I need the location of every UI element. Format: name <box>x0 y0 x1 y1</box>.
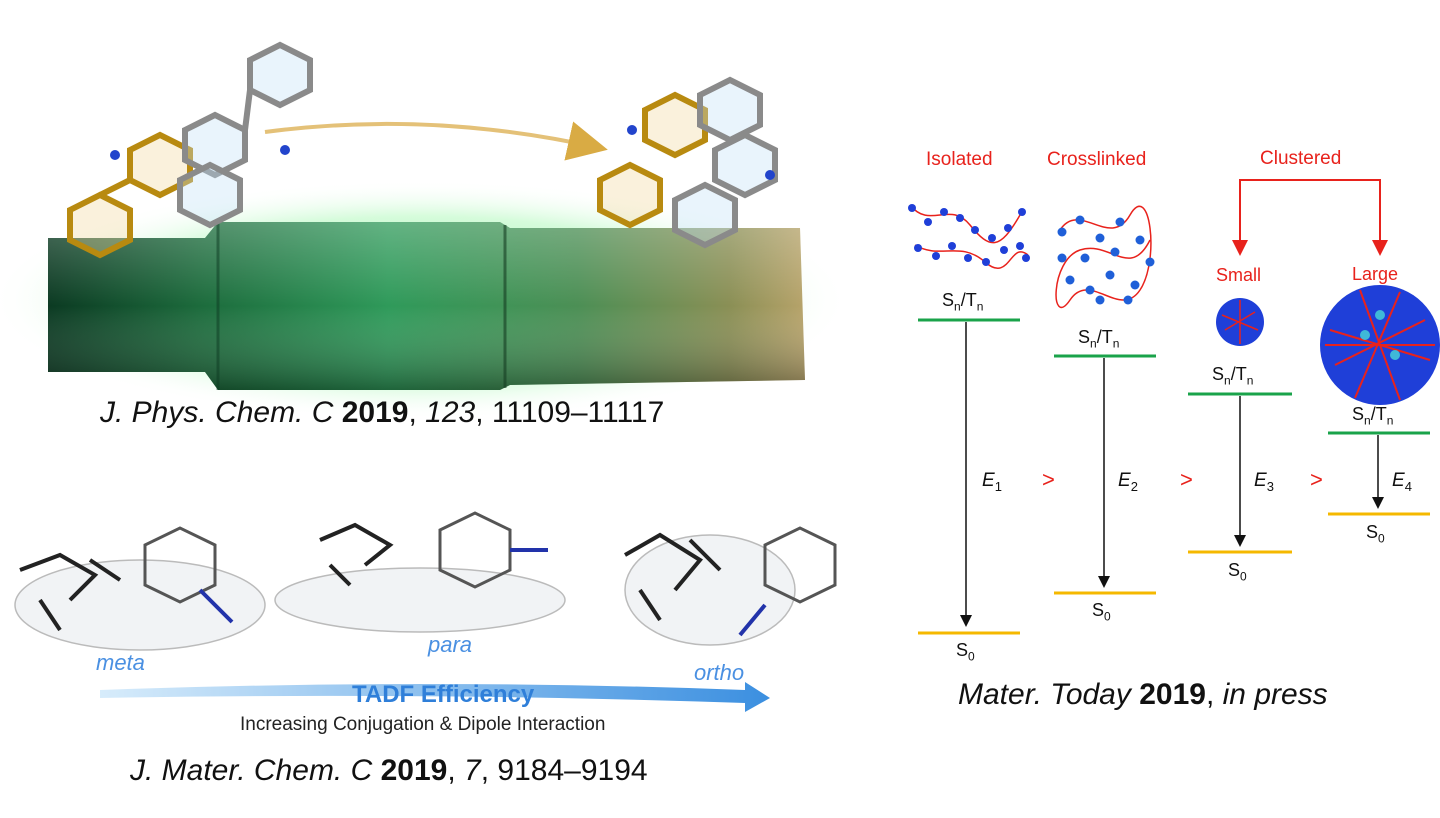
isomer-para-icon <box>274 511 566 633</box>
energy-e3: E3 <box>1254 470 1274 494</box>
comparator-2: > <box>1180 467 1193 492</box>
clustered-bracket <box>1232 179 1388 256</box>
energy-e2: E2 <box>1118 470 1138 494</box>
label-ortho: ortho <box>694 660 745 685</box>
isomer-meta-icon <box>14 526 266 651</box>
level-lower-2: S0 <box>1092 600 1111 624</box>
energy-e4: E4 <box>1392 470 1412 494</box>
molecule-left-icon <box>67 41 313 259</box>
level-upper-1: Sn/Tn <box>942 290 984 314</box>
label-meta: meta <box>96 650 145 675</box>
energy-levels <box>918 318 1430 635</box>
isomer-ortho-icon <box>624 526 837 646</box>
tadf-arrow <box>100 682 770 712</box>
comparator-3: > <box>1310 467 1323 492</box>
transition-arrows <box>960 322 1384 627</box>
comparator-1: > <box>1042 467 1055 492</box>
level-lower-4: S0 <box>1366 522 1385 546</box>
level-upper-4: Sn/Tn <box>1352 404 1394 428</box>
isolated-chain-icon <box>908 204 1030 269</box>
citation-top-left: J. Phys. Chem. C 2019, 123, 11109–11117 <box>100 396 665 429</box>
label-large: Large <box>1352 264 1399 284</box>
label-para: para <box>428 632 473 657</box>
large-cluster-icon <box>1320 285 1440 405</box>
level-upper-2: Sn/Tn <box>1078 327 1120 351</box>
label-isolated: Isolated <box>926 149 993 170</box>
level-lower-3: S0 <box>1228 560 1247 584</box>
small-cluster-icon <box>1216 298 1264 346</box>
label-crosslinked: Crosslinked <box>1047 149 1147 170</box>
citation-bottom-left: J. Mater. Chem. C 2019, 7, 9184–9194 <box>130 754 648 787</box>
level-lower-1: S0 <box>956 640 975 664</box>
level-upper-3: Sn/Tn <box>1212 364 1254 388</box>
label-small: Small <box>1216 265 1262 285</box>
tube <box>48 222 805 390</box>
citation-right: Mater. Today 2019, in press <box>958 678 1328 711</box>
molecule-right-icon <box>597 76 778 249</box>
label-clustered: Clustered <box>1260 148 1342 169</box>
energy-e1: E1 <box>982 470 1002 494</box>
transition-arrow <box>264 121 608 161</box>
crosslinked-network-icon <box>1055 205 1155 309</box>
tadf-efficiency-subtitle: Increasing Conjugation & Dipole Interact… <box>240 714 606 735</box>
tadf-efficiency-title: TADF Efficiency <box>352 681 535 708</box>
